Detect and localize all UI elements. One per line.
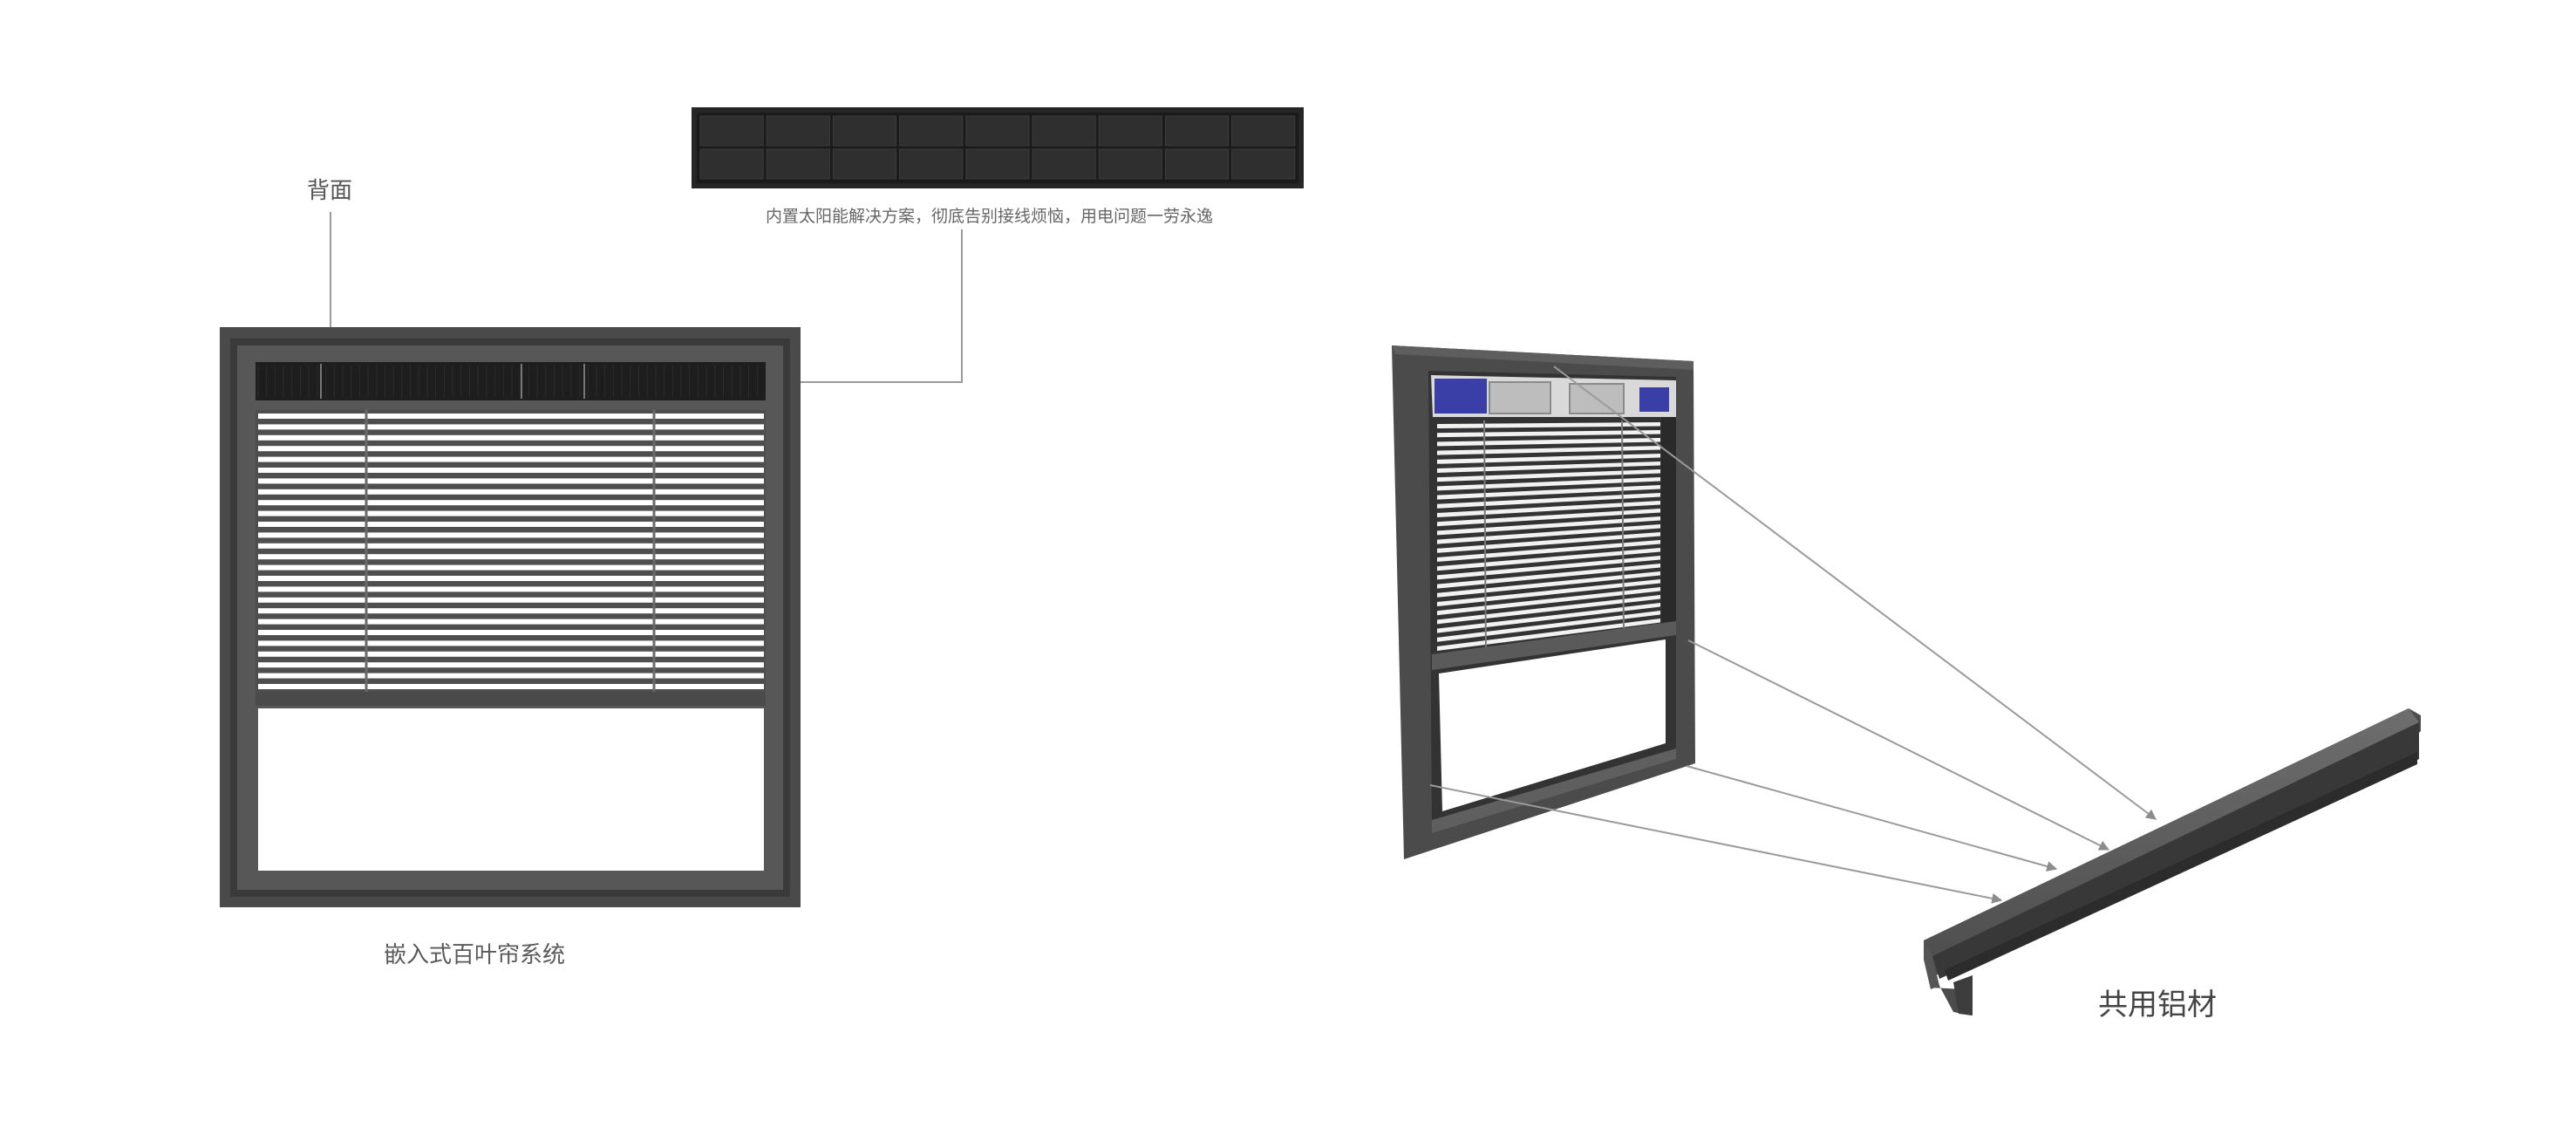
glass-pane [258, 708, 764, 871]
blue-panel-left [1435, 379, 1487, 414]
embedded-blind-system-label: 嵌入式百叶帘系统 [384, 942, 566, 968]
solar-panel-cells [699, 115, 1296, 180]
solar-caption: 内置太阳能解决方案，彻底告别接线烦恼，用电问题一劳永逸 [766, 207, 1214, 226]
aluminum-profile-icon [1924, 708, 2421, 1015]
window-front-icon [220, 327, 801, 907]
perspective-blind-slats [1437, 420, 1660, 662]
shared-aluminum-profile-label: 共用铝材 [2098, 988, 2217, 1022]
solar-pointer-arrow [727, 229, 963, 388]
blind-slats [258, 414, 764, 689]
blue-panel-right [1639, 387, 1669, 412]
window-perspective-icon [1392, 345, 1695, 859]
back-side-label: 背面 [307, 178, 353, 204]
solar-strip-lines [257, 364, 758, 399]
profile-pointer-arrows [1429, 366, 2157, 904]
solar-panel-icon [692, 107, 1304, 188]
